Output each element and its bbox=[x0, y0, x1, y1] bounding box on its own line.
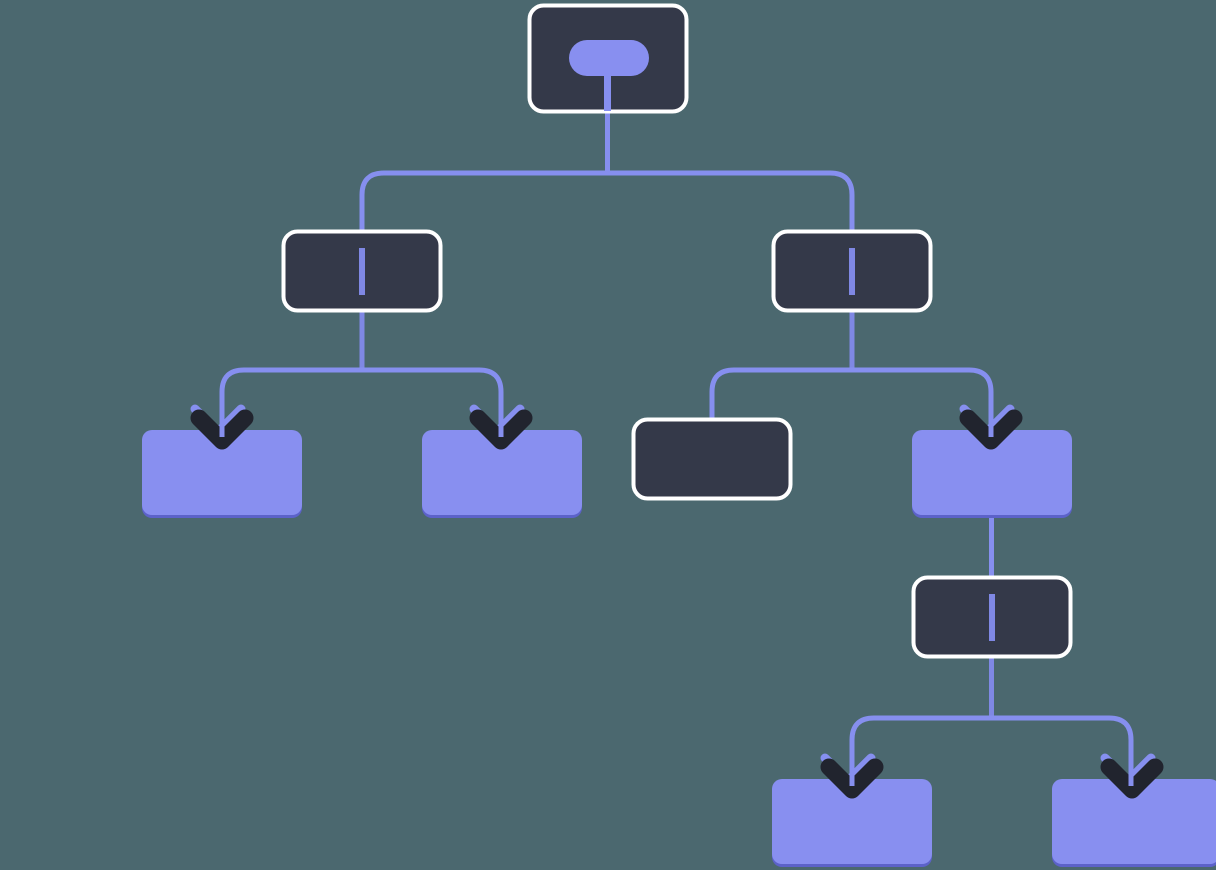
edge-root-to-left-branch[interactable] bbox=[359, 170, 608, 245]
arrowhead-right-child-dark bbox=[959, 409, 1023, 450]
arrowhead-leaf-4-dark bbox=[820, 758, 884, 799]
arrowhead-leaf-1 bbox=[190, 404, 254, 450]
arrowhead-right-child bbox=[959, 404, 1023, 450]
arrowhead-leaf-1-dark bbox=[190, 409, 254, 450]
leaf-node-4[interactable] bbox=[772, 779, 932, 867]
leaf-node-5[interactable] bbox=[1052, 779, 1216, 867]
branch-node-right-child[interactable] bbox=[912, 430, 1072, 518]
edge-deep-branch-to-leaf-4[interactable] bbox=[849, 715, 992, 785]
edge-root-to-right-branch[interactable] bbox=[607, 170, 855, 245]
edge-right-branch-to-leaf-3[interactable] bbox=[709, 367, 852, 418]
edge-right-branch-to-child[interactable] bbox=[852, 367, 994, 436]
leaf-node-2-body[interactable] bbox=[422, 430, 582, 515]
root-node-pill bbox=[569, 40, 649, 76]
leaf-node-1-body[interactable] bbox=[142, 430, 302, 515]
leaf-node-5-body[interactable] bbox=[1052, 779, 1216, 864]
edge-left-branch-to-leaf-1[interactable] bbox=[219, 367, 362, 436]
edge-deep-branch-to-leaf-5[interactable] bbox=[991, 715, 1134, 785]
arrowhead-layer bbox=[190, 404, 1164, 799]
arrowhead-leaf-5-dark bbox=[1100, 758, 1164, 799]
leaf-node-3-dark[interactable] bbox=[631, 417, 793, 501]
edge-left-branch-to-leaf-2[interactable] bbox=[362, 367, 504, 436]
arrow-shaft-layer bbox=[219, 392, 1134, 786]
root-node-stem bbox=[604, 60, 611, 111]
root-node[interactable] bbox=[527, 3, 689, 114]
leaf-node-3-body[interactable] bbox=[631, 417, 793, 501]
leaf-node-4-body[interactable] bbox=[772, 779, 932, 864]
arrowhead-leaf-5 bbox=[1100, 753, 1164, 799]
branch-node-deep[interactable] bbox=[911, 575, 1073, 659]
arrowhead-leaf-2 bbox=[469, 404, 533, 450]
branch-node-left[interactable] bbox=[281, 229, 443, 313]
leaf-node-1[interactable] bbox=[142, 430, 302, 518]
arrowhead-leaf-4 bbox=[820, 753, 884, 799]
branch-node-right-child-body[interactable] bbox=[912, 430, 1072, 515]
branch-node-deep-passthrough bbox=[989, 594, 995, 641]
leaf-node-2[interactable] bbox=[422, 430, 582, 518]
branch-node-left-passthrough bbox=[359, 248, 365, 295]
branch-node-right[interactable] bbox=[771, 229, 933, 313]
arrowhead-leaf-2-dark bbox=[469, 409, 533, 450]
branch-node-right-passthrough bbox=[849, 248, 855, 295]
